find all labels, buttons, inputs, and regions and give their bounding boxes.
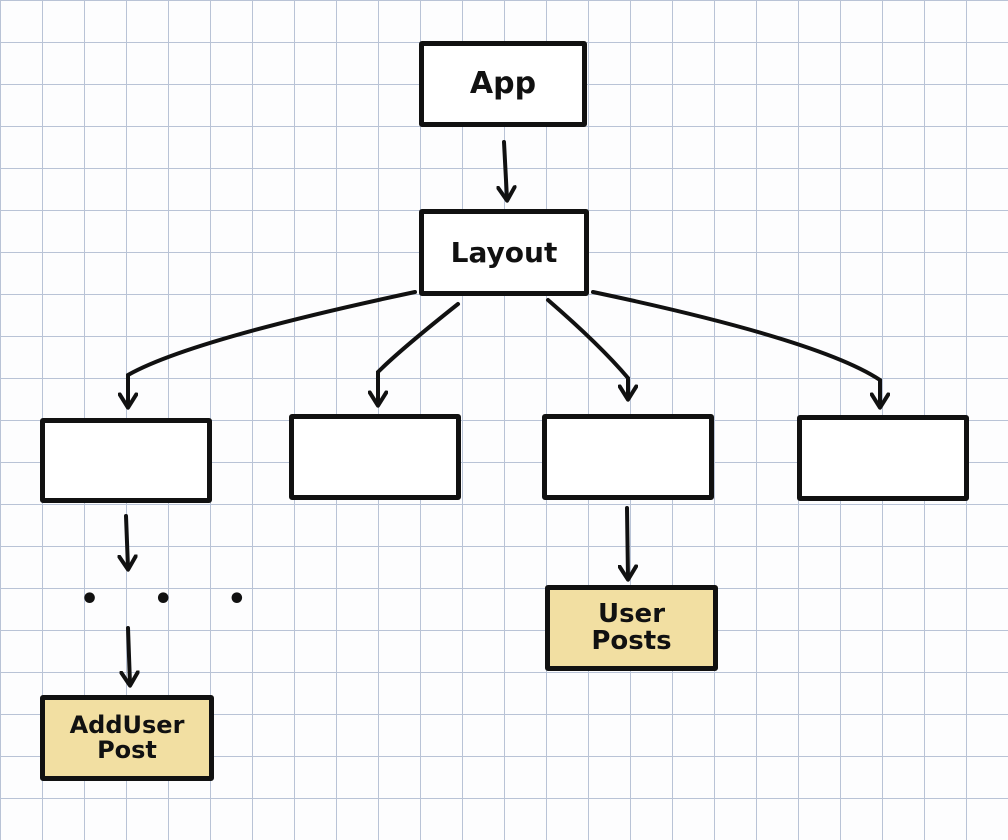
user-posts-node-label: User Posts [591,598,672,656]
edge-layout-to-child-2 [378,302,460,404]
add-user-post-node: AddUser Post [40,695,214,781]
user-posts-node: User Posts [545,585,718,671]
child-node-2 [289,414,461,500]
child-node-3 [542,414,714,500]
edge-app-to-layout [504,140,507,199]
child-node-4 [797,415,969,501]
edge-child-1-to-ellipsis [126,514,128,568]
add-user-post-node-label: AddUser Post [69,710,185,764]
layout-node: Layout [419,209,589,296]
edge-layout-to-child-3 [546,298,628,398]
ellipsis: • • • [80,582,269,617]
edge-child-3-to-user-posts [627,506,628,578]
edge-ellipsis-to-add-user-post [128,626,130,684]
edge-layout-to-child-4 [591,290,880,406]
app-node: App [419,41,587,127]
edge-layout-to-child-1 [128,290,417,406]
app-node-label: App [469,66,537,102]
layout-node-label: Layout [450,235,558,269]
child-node-1 [40,418,212,503]
